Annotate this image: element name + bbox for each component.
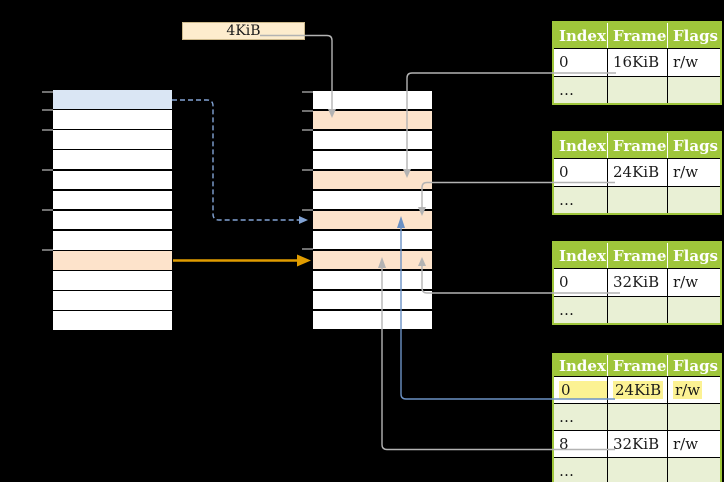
table-header-row: Index Frame Flags	[554, 355, 720, 376]
cell-flags	[668, 297, 720, 324]
cell-index: …	[554, 458, 608, 482]
memory-cell-orange	[313, 210, 432, 230]
memory-cell-white	[313, 290, 432, 310]
table-row-ellipsis: …	[554, 403, 720, 430]
memory-cell-white	[53, 271, 172, 290]
memory-cell-orange	[53, 251, 172, 270]
cell-flags	[668, 187, 720, 214]
header-index: Index	[554, 23, 608, 48]
header-frame: Frame	[608, 133, 668, 158]
header-index: Index	[554, 355, 608, 376]
cell-flags	[668, 458, 720, 482]
header-flags: Flags	[673, 26, 718, 45]
cell-frame: 32KiB	[608, 269, 668, 296]
memory-cell-orange	[313, 250, 432, 270]
memory-cell-orange	[313, 170, 432, 190]
header-frame: Frame	[608, 243, 668, 268]
cell-frame: 16KiB	[608, 49, 668, 76]
cell-flags: r/w	[673, 273, 699, 292]
memory-cell-white	[53, 110, 172, 129]
frame-table-16kib: Index Frame Flags 0 16KiB r/w …	[552, 21, 722, 105]
memory-cell-white	[53, 170, 172, 190]
memory-cell-orange	[313, 110, 432, 130]
cell-frame	[608, 404, 668, 430]
header-flags: Flags	[673, 136, 718, 155]
cell-index: …	[554, 186, 608, 213]
table-row-highlighted: 0 24KiB r/w	[554, 376, 720, 403]
header-index: Index	[554, 133, 608, 158]
page-table-column-ticks	[302, 91, 313, 250]
memory-cell-white	[313, 130, 432, 150]
table-row: 0 24KiB r/w	[554, 158, 720, 186]
cell-flags: r/w	[668, 377, 720, 403]
memory-cell-white	[313, 270, 432, 290]
cell-flags	[668, 77, 720, 104]
highlight-frame: 24KiB	[613, 381, 664, 399]
cell-index: …	[554, 296, 608, 323]
cell-index: 0	[554, 377, 608, 403]
table-row-ellipsis: …	[554, 185, 720, 214]
memory-cell-white	[53, 291, 172, 310]
memory-cell-blue	[53, 90, 172, 109]
cell-flags: r/w	[673, 163, 699, 182]
memory-cell-white	[313, 190, 432, 210]
table-row-ellipsis: …	[554, 75, 720, 104]
left-column-ticks	[42, 91, 53, 251]
table-header-row: Index Frame Flags	[554, 23, 720, 48]
cell-index: 0	[554, 49, 608, 76]
memory-cell-white	[53, 130, 172, 149]
cell-frame	[608, 458, 668, 482]
arrow-orange-cell-to-page-table-row9	[173, 254, 311, 267]
arrow-blue-cell-to-page-table-row7	[172, 99, 308, 224]
memory-cell-white	[313, 150, 432, 170]
highlight-flags: r/w	[673, 381, 703, 399]
cell-index: 8	[554, 431, 608, 457]
header-frame: Frame	[608, 23, 668, 48]
page-size-label: 4KiB	[182, 22, 305, 40]
header-flags: Flags	[673, 246, 718, 265]
cell-frame	[608, 76, 668, 103]
header-frame: Frame	[608, 355, 668, 376]
cell-frame: 32KiB	[608, 431, 668, 457]
header-index: Index	[554, 243, 608, 268]
cell-index: …	[554, 404, 608, 430]
page-table-column	[313, 91, 432, 329]
memory-cell-white	[313, 310, 432, 329]
cell-index: 0	[554, 269, 608, 296]
frame-table-24kib: Index Frame Flags 0 24KiB r/w …	[552, 131, 722, 215]
memory-cell-white	[53, 210, 172, 230]
frame-table-32kib: Index Frame Flags 0 32KiB r/w …	[552, 241, 722, 325]
memory-cell-white	[53, 150, 172, 169]
table-row: 0 32KiB r/w	[554, 268, 720, 296]
cell-frame: 24KiB	[608, 159, 668, 186]
cell-flags	[668, 404, 720, 430]
virtual-address-column	[53, 90, 172, 330]
table-row-ellipsis: …	[554, 295, 720, 324]
table-header-row: Index Frame Flags	[554, 133, 720, 158]
cell-index: 0	[554, 159, 608, 186]
memory-cell-white	[313, 230, 432, 250]
memory-cell-white	[53, 190, 172, 210]
highlight-index: 0	[559, 381, 607, 399]
cell-frame	[608, 186, 668, 213]
table-row: 0 16KiB r/w	[554, 48, 720, 76]
memory-cell-white	[313, 91, 432, 110]
page-size-label-text: 4KiB	[226, 23, 261, 39]
cell-index: …	[554, 76, 608, 103]
table-row: 8 32KiB r/w	[554, 430, 720, 457]
cell-frame: 24KiB	[608, 377, 668, 403]
cell-frame	[608, 296, 668, 323]
cell-flags: r/w	[673, 435, 699, 453]
table-header-row: Index Frame Flags	[554, 243, 720, 268]
header-flags: Flags	[673, 356, 718, 375]
memory-cell-white	[53, 311, 172, 330]
frame-table-bottom: Index Frame Flags 0 24KiB r/w … 8 32KiB …	[552, 353, 722, 482]
table-row-ellipsis: …	[554, 457, 720, 482]
memory-cell-white	[53, 230, 172, 250]
cell-flags: r/w	[673, 53, 699, 72]
